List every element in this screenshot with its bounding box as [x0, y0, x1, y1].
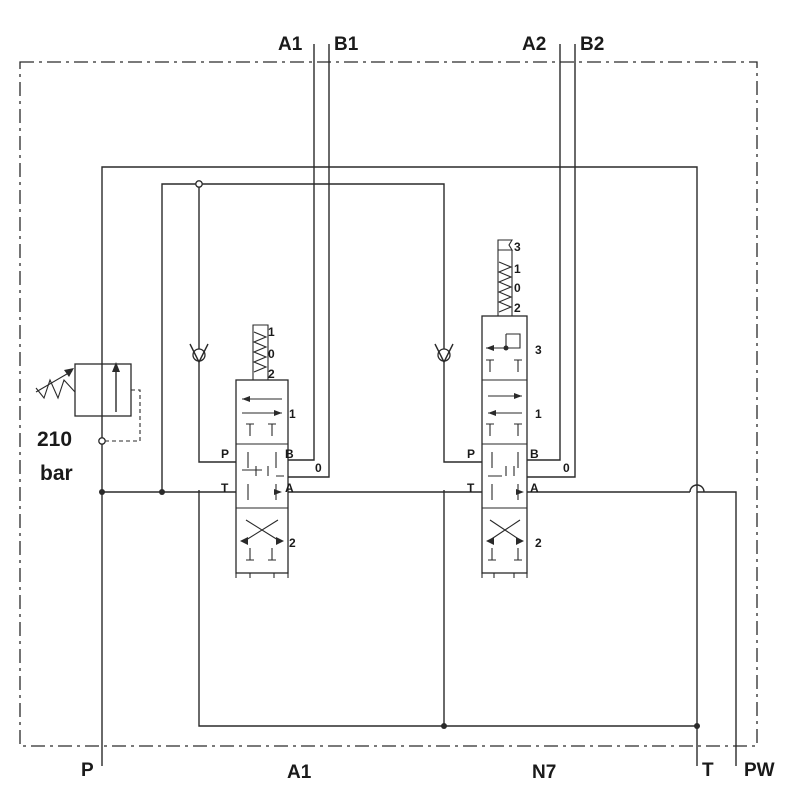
port-label-n7-bottom: N7: [532, 762, 556, 783]
valve2-port-b: B: [530, 447, 539, 461]
valve1-detent-1: 1: [268, 325, 275, 339]
valve1-position-1-label: 1: [289, 407, 296, 421]
valve2-detent-1: 1: [514, 262, 521, 276]
assembly-boundary: [19, 61, 758, 747]
junction-node: [159, 489, 165, 495]
line-a1: [288, 44, 315, 461]
junction-node-open: [195, 180, 203, 188]
valve1-position-0-label: 0: [315, 461, 322, 475]
check-valve-2: [434, 343, 482, 463]
valve1-detent-0: 0: [268, 347, 275, 361]
valve2-detent-0: 0: [514, 281, 521, 295]
port-label-a2-top: A2: [522, 34, 546, 55]
valve2-port-p: P: [467, 447, 475, 461]
line-a2: [527, 44, 561, 461]
valve2-port-t: T: [467, 481, 475, 495]
valve2-port-a: A: [530, 481, 539, 495]
valve1-detent-2: 2: [268, 367, 275, 381]
line-b1: [288, 44, 330, 478]
valve2-position-1-label: 1: [535, 407, 542, 421]
valve2-detent-2: 2: [514, 301, 521, 315]
port-label-p-bottom: P: [81, 760, 94, 781]
junction-node: [694, 723, 700, 729]
relief-pressure-unit: bar: [40, 462, 73, 485]
parallel-gallery-line: [161, 183, 445, 492]
relief-pressure-value: 210: [37, 428, 72, 451]
junction-node: [99, 489, 105, 495]
junction-node-open: [98, 437, 106, 445]
valve2-position-0-label: 0: [563, 461, 570, 475]
junction-node: [441, 723, 447, 729]
port-label-t-bottom: T: [702, 760, 714, 781]
valve2-position-3-label: 3: [535, 343, 542, 357]
line-crossover: [689, 484, 705, 493]
port-label-pw-bottom: PW: [744, 760, 775, 781]
port-label-a1-top: A1: [278, 34, 303, 55]
relief-valve: [35, 362, 141, 442]
directional-valve-1: [235, 324, 289, 578]
valve1-port-t: T: [221, 481, 229, 495]
port-label-b1-top: B1: [334, 34, 359, 55]
line-b2: [527, 44, 576, 478]
valve1-port-b: B: [285, 447, 294, 461]
directional-valve-2: [481, 239, 528, 578]
valve1-port-a: A: [285, 481, 294, 495]
pw-line: [697, 491, 737, 766]
valve1-position-2-label: 2: [289, 536, 296, 550]
valve2-position-2-label: 2: [535, 536, 542, 550]
return-loop-line: [198, 490, 697, 727]
valve1-port-p: P: [221, 447, 229, 461]
port-label-b2-top: B2: [580, 34, 604, 55]
valve2-detent-3: 3: [514, 240, 521, 254]
port-label-a1-bottom: A1: [287, 762, 312, 783]
pressure-supply-line: [101, 166, 698, 766]
check-valve-1: [189, 343, 236, 463]
